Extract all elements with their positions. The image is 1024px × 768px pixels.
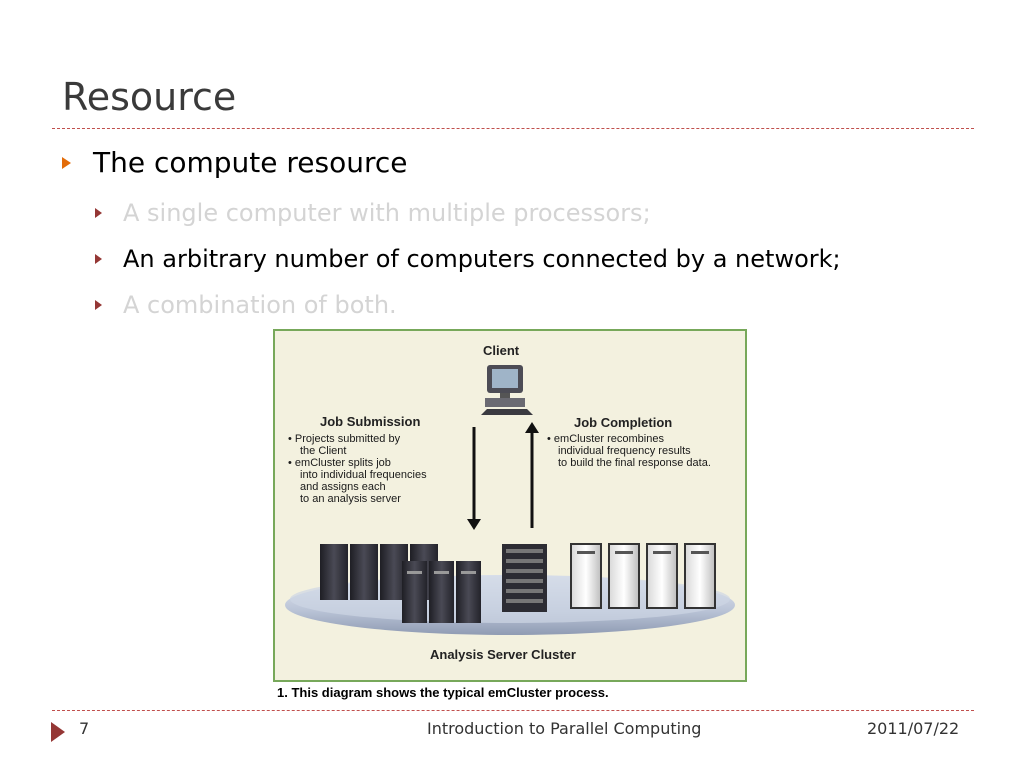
diagram-caption: 1. This diagram shows the typical emClus… (277, 685, 609, 700)
sub-bullet-text: A combination of both. (123, 291, 397, 319)
sub-bullet-text: A single computer with multiple processo… (123, 199, 651, 227)
footer-title: Introduction to Parallel Computing (427, 719, 702, 738)
sub-bullet-3: A combination of both. (95, 291, 397, 319)
sub-bullet-1: A single computer with multiple processo… (95, 199, 651, 227)
footer-divider (52, 710, 974, 711)
footer-date: 2011/07/22 (867, 719, 960, 738)
server-towers-left-icon (320, 544, 481, 623)
bullet-main: The compute resource (62, 146, 408, 179)
sub-bullet-text: An arbitrary number of computers connect… (123, 245, 841, 273)
page-number: 7 (79, 719, 90, 738)
emcluster-diagram: Client Job Submission • Projects submitt… (273, 329, 747, 682)
slide-title: Resource (62, 75, 237, 119)
sub-bullet-arrow-icon (95, 300, 102, 310)
diagram-graphics (285, 365, 735, 635)
footer-arrow-icon (51, 722, 65, 742)
sub-bullet-2: An arbitrary number of computers connect… (95, 245, 841, 273)
client-computer-icon (481, 365, 533, 415)
bullet-arrow-icon (62, 156, 71, 169)
job-completion-heading: Job Completion (574, 415, 673, 430)
blade-server-icon (502, 544, 547, 612)
bullet-main-text: The compute resource (93, 146, 408, 179)
job-submission-heading: Job Submission (320, 414, 421, 429)
sub-bullet-arrow-icon (95, 208, 102, 218)
cluster-label: Analysis Server Cluster (430, 647, 576, 662)
sub-bullet-arrow-icon (95, 254, 102, 264)
job-submission-text: • Projects submitted by the Client • emC… (288, 433, 427, 505)
client-label: Client (483, 343, 520, 358)
title-divider (52, 128, 974, 129)
completion-arrow-icon (525, 422, 539, 528)
job-completion-text: • emCluster recombines individual freque… (547, 433, 711, 469)
server-towers-right-icon (570, 543, 716, 609)
submission-arrow-icon (467, 427, 481, 530)
